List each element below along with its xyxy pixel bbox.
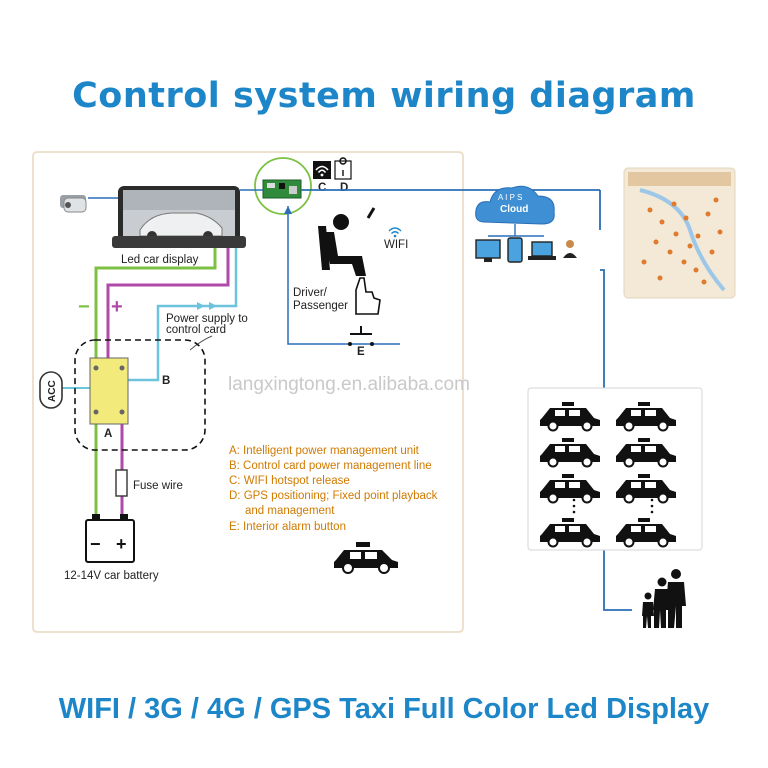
alarm-arrow [284, 206, 292, 214]
fleet-taxi-icon [540, 518, 600, 548]
coverage-map [623, 167, 736, 299]
wifi-module-icon [313, 161, 331, 179]
fleet-taxi-icon [616, 518, 676, 548]
minus-marker: − [78, 296, 90, 318]
plus-marker: + [111, 296, 123, 318]
legend-line-1: A: Intelligent power management unit [229, 445, 420, 457]
ellipsis-dot [650, 504, 654, 508]
control-card [262, 179, 302, 199]
control-power-wire [128, 248, 238, 382]
wifi-signal-icon [388, 227, 402, 238]
fleet-taxi-icon [540, 474, 600, 504]
alarm-wire [287, 206, 400, 345]
fleet-taxi-icon [540, 402, 600, 432]
fleet-taxi-icon [616, 438, 676, 468]
unit-b-label: B [162, 375, 170, 387]
label-c: C [318, 182, 326, 194]
power-supply-label-2: control card [166, 324, 226, 336]
positive-wire-top [106, 248, 230, 360]
ellipsis-dot [650, 510, 654, 514]
monitor-icon [475, 239, 501, 262]
phone-icon [507, 237, 523, 263]
camera-icon [60, 195, 87, 213]
laptop-icon [528, 241, 556, 260]
driver-label-1: Driver/ [293, 287, 328, 299]
driver-label-2: Passenger [293, 300, 348, 312]
watermark: langxingtong.en.alibaba.com [228, 374, 470, 395]
legend-line-6: E: Interior alarm button [229, 521, 346, 533]
taxi-icon [334, 542, 398, 574]
battery-icon [85, 514, 135, 563]
ellipsis-dot [572, 510, 576, 514]
fuse-label: Fuse wire [133, 480, 183, 492]
alarm-button-icon [348, 326, 374, 346]
unit-a-label: A [104, 428, 112, 440]
fuse-icon [115, 469, 128, 497]
callout-line [189, 335, 213, 351]
driver-seat-icon [318, 207, 376, 276]
ellipsis-dot [650, 498, 654, 502]
legend-line-5: and management [245, 505, 335, 517]
fleet-taxi-icon [616, 474, 676, 504]
power-unit-box [74, 339, 206, 451]
legend-line-4: D: GPS positioning; Fixed point playback [229, 490, 438, 502]
cyan-arrow-1 [197, 302, 205, 310]
battery-label: 12-14V car battery [64, 570, 159, 582]
control-card-highlight [254, 157, 312, 215]
page-title: Control system wiring diagram [72, 76, 696, 116]
wifi-label: WIFI [384, 239, 408, 251]
battery-minus: − [90, 534, 101, 554]
people-icon [642, 569, 686, 628]
ellipsis-dot [572, 504, 576, 508]
ellipsis-dot [572, 498, 576, 502]
fleet-taxi-icon [616, 402, 676, 432]
cloud-icon [475, 185, 555, 225]
label-d: D [340, 182, 348, 194]
fleet-taxi-icon [540, 438, 600, 468]
led-display-label: Led car display [121, 254, 199, 266]
label-e: E [357, 346, 365, 358]
user-icon [563, 240, 577, 258]
led-car-display [112, 186, 246, 248]
gps-module-icon [334, 157, 352, 180]
pointing-hand-icon [355, 277, 381, 315]
legend-line-2: B: Control card power management line [229, 460, 432, 472]
cyan-arrow-2 [209, 302, 217, 310]
cloud-label-2: Cloud [500, 204, 528, 215]
acc-badge [39, 371, 63, 409]
power-supply-label-1: Power supply to [166, 313, 248, 325]
taxi-fleet [540, 402, 676, 548]
footer-title: WIFI / 3G / 4G / GPS Taxi Full Color Led… [58, 693, 710, 725]
acc-label: ACC [47, 380, 58, 402]
legend-line-3: C: WIFI hotspot release [229, 475, 350, 487]
battery-plus: + [116, 534, 127, 554]
cloud-label-1: A I P S [498, 193, 522, 202]
